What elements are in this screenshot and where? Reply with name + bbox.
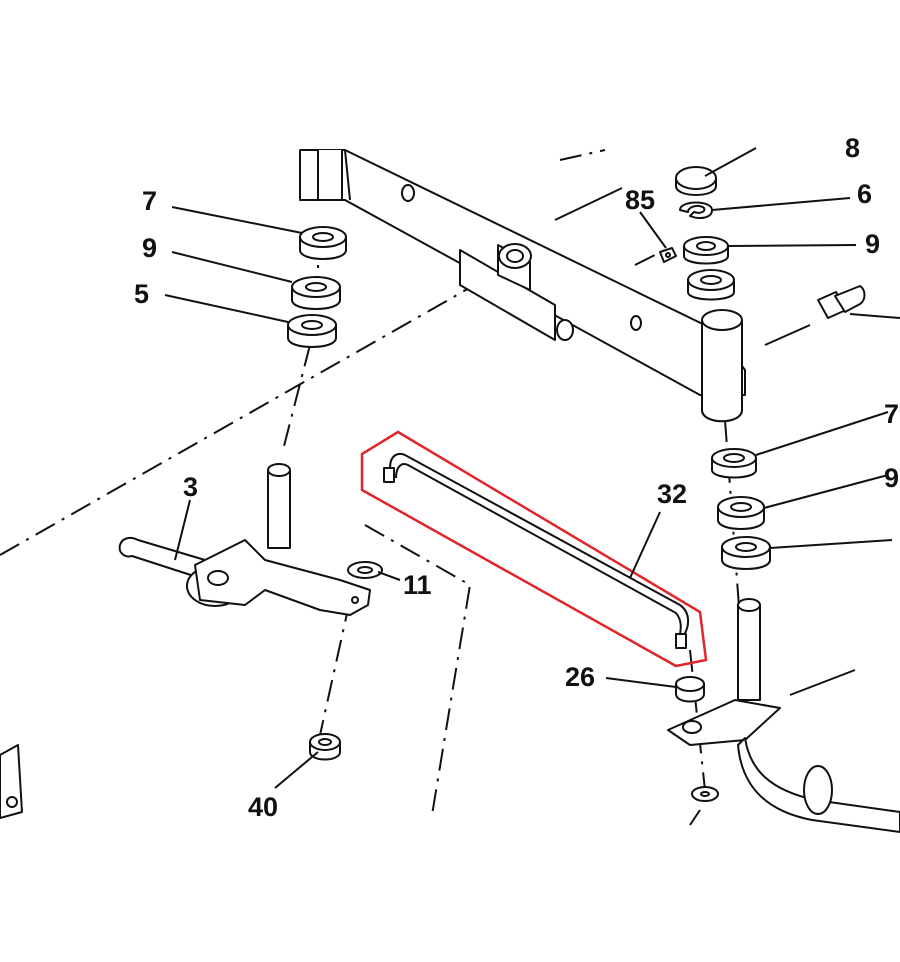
washer-7-left	[299, 226, 347, 260]
washer-bottom-right	[721, 536, 771, 570]
front-axle-frame	[299, 149, 856, 696]
washer-9-right-low	[717, 496, 765, 530]
nut-40	[309, 733, 341, 761]
washer-5	[287, 314, 337, 348]
leader-lines	[164, 147, 893, 826]
callout-11: 11	[403, 570, 432, 600]
washer-11	[347, 561, 383, 579]
callout-labels: 7 9 5 85 8 6 9 7 9 3 11 32 26 40	[134, 133, 899, 822]
nut-26	[675, 676, 705, 703]
callout-9-right: 9	[865, 229, 880, 259]
cap-8	[675, 166, 717, 196]
clip-6	[679, 201, 713, 219]
washer-9-upper-right	[683, 236, 729, 265]
callout-3: 3	[183, 472, 198, 502]
lower-right-washer-stack	[711, 448, 771, 570]
right-spindle	[667, 598, 900, 833]
callout-40: 40	[248, 792, 278, 822]
nut-85	[659, 247, 677, 263]
callout-32: 32	[657, 479, 687, 509]
right-washer-stack	[659, 166, 900, 319]
callout-85: 85	[625, 185, 655, 215]
grease-fitting	[817, 285, 900, 319]
callout-8: 8	[845, 133, 860, 163]
left-bracket-fragment	[0, 744, 23, 819]
center-lines	[0, 149, 741, 816]
callout-6: 6	[857, 179, 872, 209]
left-spindle-3	[118, 463, 383, 616]
washer-lower-spindle	[691, 786, 719, 802]
tie-rod-32	[360, 430, 708, 668]
washer-7-right	[711, 448, 757, 479]
left-washer-stack	[287, 226, 347, 348]
highlight-box	[360, 430, 708, 668]
bushing-9-right	[687, 269, 735, 301]
callout-9-right-low: 9	[884, 463, 899, 493]
washer-9-left	[291, 276, 341, 310]
callout-7-right: 7	[884, 399, 899, 429]
callout-26: 26	[565, 662, 595, 692]
callout-7-left: 7	[142, 186, 157, 216]
callout-5: 5	[134, 279, 149, 309]
callout-9-left: 9	[142, 233, 157, 263]
